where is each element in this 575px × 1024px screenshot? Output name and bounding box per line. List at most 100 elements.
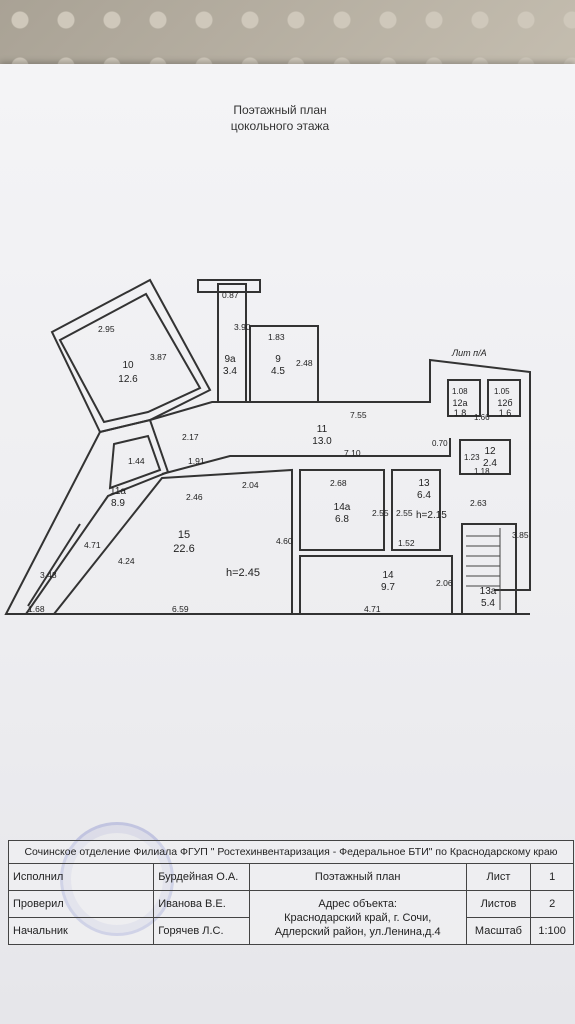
- room-12b-outline: [487, 379, 521, 417]
- dim-label: 1.23: [464, 453, 480, 462]
- address-label: Адрес объекта:: [318, 897, 397, 910]
- stair-label: Лит п/А: [451, 348, 487, 358]
- room-10-outline: [50, 278, 212, 434]
- dim-label: 4.24: [118, 556, 135, 566]
- room-10-inner: [58, 292, 202, 424]
- room-labels: 10 12.6 9а 3.4 9 4.5 11 13.0 12а 1.8 12б…: [110, 354, 513, 609]
- room-num: 14: [382, 570, 394, 581]
- plan-title-line2: цокольного этажа: [230, 119, 330, 133]
- dim-label: 1.08: [452, 387, 468, 396]
- dim-label: 2.55: [396, 508, 413, 518]
- room-area: 5.4: [481, 598, 495, 609]
- corridor-11-inner: [161, 438, 451, 475]
- dim-label: 1.91: [188, 456, 205, 466]
- room-area: 2.4: [483, 458, 497, 469]
- room-area: 4.5: [271, 366, 285, 377]
- room-area: 1.8: [454, 408, 467, 418]
- sheet-value: 1: [530, 863, 574, 891]
- room-area: 6.4: [417, 490, 431, 501]
- scale-value: 1:100: [530, 917, 574, 945]
- room-num: 13: [418, 478, 430, 489]
- corridor-11-outer: [149, 358, 531, 591]
- room-num: 12б: [497, 398, 512, 408]
- room-12-outline: [459, 439, 511, 475]
- plan-title-line1: Поэтажный план: [233, 103, 327, 117]
- dim-label: 3.43: [40, 570, 57, 580]
- plan-title: Поэтажный план цокольного этажа: [180, 102, 380, 134]
- shaft-top: [197, 279, 261, 293]
- room-11a-outline: [4, 418, 170, 615]
- dim-label: 1.52: [398, 538, 415, 548]
- room-num: 11: [317, 424, 328, 435]
- dim-label: 2.95: [98, 324, 115, 334]
- room-num: 9: [275, 354, 281, 365]
- dim-label: 1.18: [474, 467, 490, 476]
- room-11a-inner: [108, 434, 162, 490]
- dimension-labels: 2.95 3.87 0.87 3.90 1.83 2.48 7.55 2.17 …: [28, 290, 529, 614]
- role-cell: Начальник: [7, 917, 155, 945]
- room-area: 8.9: [111, 498, 125, 509]
- left-strip-wall: [27, 523, 81, 607]
- room-14a-outline: [299, 469, 385, 551]
- dim-label: 3.85: [512, 530, 529, 540]
- dim-label: 2.63: [470, 498, 487, 508]
- dim-label: 1.68: [28, 604, 45, 614]
- room-9a-outline: [217, 283, 247, 403]
- room-13-outline: [391, 469, 441, 551]
- scale-label: Масштаб: [465, 917, 532, 945]
- height-label-h245: h=2.45: [226, 567, 260, 579]
- dim-label: 3.87: [150, 352, 167, 362]
- dim-label: 1.05: [494, 387, 510, 396]
- address-line2: Адлерский район, ул.Ленина,д.4: [274, 925, 441, 938]
- dim-label: 4.60: [276, 536, 293, 546]
- dim-label: 3.90: [234, 322, 251, 332]
- dim-label: 2.48: [296, 358, 313, 368]
- role-cell: Исполнил: [7, 863, 155, 891]
- room-num: 12а: [452, 398, 467, 408]
- room-num: 15: [178, 529, 190, 541]
- room-area: 12.6: [118, 374, 138, 385]
- dim-label: 1.66: [474, 413, 490, 422]
- room-num: 10: [122, 360, 134, 371]
- room-area: 6.8: [335, 514, 349, 525]
- room-area: 9.7: [381, 582, 395, 593]
- room-num: 12: [484, 446, 496, 457]
- plan-walls: [4, 278, 531, 615]
- dim-label: 7.55: [350, 410, 367, 420]
- dim-label: 2.46: [186, 492, 203, 502]
- role-cell: Проверил: [7, 890, 155, 918]
- title-block: Сочинское отделение Филиала ФГУП " Росте…: [7, 840, 574, 945]
- room-area: 1.6: [499, 408, 512, 418]
- name-cell: Горячев Л.С.: [153, 917, 250, 945]
- dim-label: 0.70: [432, 439, 448, 448]
- room-num: 11а: [110, 486, 126, 497]
- dim-label: 1.83: [268, 332, 285, 342]
- room-num: 14а: [334, 502, 351, 513]
- dim-label: 7.10: [344, 448, 361, 458]
- dim-label: 6.59: [172, 604, 189, 614]
- doc-title: Поэтажный план: [248, 863, 467, 891]
- sheet-label: Лист: [465, 863, 532, 891]
- dim-label: 2.55: [372, 508, 389, 518]
- sheets-label: Листов: [465, 890, 532, 918]
- address-line1: Краснодарский край, г. Сочи,: [284, 911, 432, 924]
- dim-label: 4.71: [364, 604, 381, 614]
- stair-steps: [466, 528, 501, 610]
- room-area: 22.6: [173, 543, 194, 555]
- dim-label: 4.71: [84, 540, 101, 550]
- room-12a-outline: [447, 379, 481, 417]
- address-cell: Адрес объекта: Краснодарский край, г. Со…: [248, 890, 467, 945]
- room-num: 9а: [224, 354, 236, 365]
- dim-label: 2.68: [330, 478, 347, 488]
- dim-label: 2.06: [436, 578, 453, 588]
- room-num: 13а: [480, 586, 497, 597]
- name-cell: Бурдейная О.А.: [153, 863, 250, 891]
- height-label-h215: h=2.15: [416, 510, 447, 521]
- room-area: 3.4: [223, 366, 237, 377]
- organization-name: Сочинское отделение Филиала ФГУП " Росте…: [8, 840, 574, 864]
- dim-label: 2.17: [182, 432, 199, 442]
- dim-label: 0.87: [222, 290, 239, 300]
- dim-label: 1.44: [128, 456, 145, 466]
- room-area: 13.0: [312, 436, 332, 447]
- dim-label: 2.04: [242, 480, 259, 490]
